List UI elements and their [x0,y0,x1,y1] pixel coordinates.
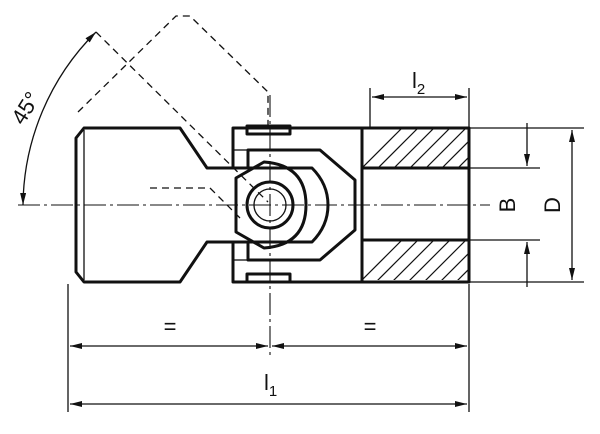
bore-length-dimension: l2 [369,68,470,128]
swung-position-outline [77,15,269,219]
hatch-bottom [362,240,469,280]
bore-section [360,126,471,284]
center-block [234,160,308,250]
length-dimensions: = = l1 [67,284,470,412]
angle-dimension: 45° [6,31,97,206]
angle-label: 45° [6,87,45,128]
equal-left-label: = [164,314,177,339]
equal-right-label: = [364,314,377,339]
fork-tines [231,124,364,284]
diameter-dimensions: B D [469,123,584,287]
bore-length-label: l2 [412,68,425,98]
left-shaft-outline [74,126,235,284]
hatch-top [362,128,469,168]
bore-diameter-label: B [495,198,520,213]
pin-hole [245,180,295,230]
outer-diameter-label: D [540,197,565,213]
overall-length-label: l1 [264,370,277,400]
